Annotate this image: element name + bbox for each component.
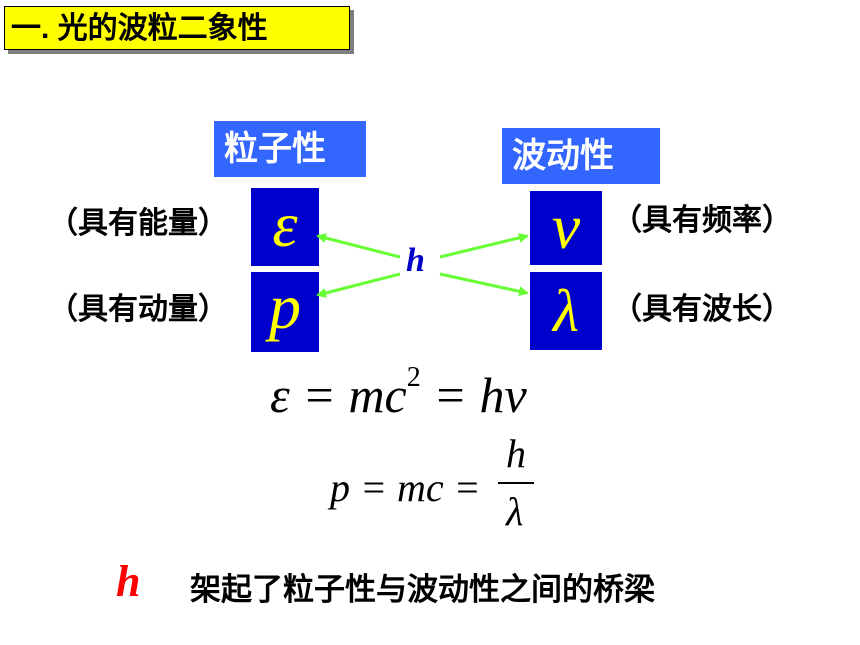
wavelength-symbol-box: λ — [530, 272, 602, 350]
momentum-symbol: p — [269, 271, 301, 342]
fraction-denominator: λ — [506, 489, 524, 534]
particle-label: 粒子性 — [214, 121, 366, 177]
energy-formula-rhs: = hν — [433, 367, 527, 423]
arrow-momentum — [316, 272, 401, 298]
slide-title: 一. 光的波粒二象性 — [4, 6, 350, 50]
planck-constant-center: h — [406, 242, 425, 279]
energy-formula: ε = mc2 = hν — [270, 362, 527, 424]
planck-constant-bottom: h — [116, 557, 141, 606]
frequency-symbol-box: ν — [530, 191, 602, 265]
momentum-symbol-box: p — [251, 272, 319, 352]
energy-symbol-box: ε — [251, 188, 319, 266]
energy-note: （具有能量） — [48, 207, 228, 240]
arrow-energy — [316, 233, 401, 259]
energy-formula-exponent: 2 — [406, 362, 421, 394]
wavelength-note: （具有波长） — [612, 293, 792, 326]
fraction-bar — [498, 482, 534, 484]
fraction-numerator: h — [506, 431, 526, 476]
wave-label: 波动性 — [502, 128, 660, 184]
energy-symbol: ε — [272, 189, 298, 260]
conclusion-text: 架起了粒子性与波动性之间的桥梁 — [190, 572, 655, 607]
arrow-wavelength — [439, 272, 529, 297]
arrow-frequency — [439, 233, 529, 259]
energy-formula-lhs: ε = mc — [270, 367, 407, 423]
frequency-symbol: ν — [551, 191, 581, 262]
frequency-note: （具有频率） — [612, 204, 792, 237]
wavelength-symbol: λ — [553, 278, 579, 344]
momentum-note: （具有动量） — [48, 293, 228, 326]
momentum-formula-lhs: p = mc = — [330, 465, 481, 510]
